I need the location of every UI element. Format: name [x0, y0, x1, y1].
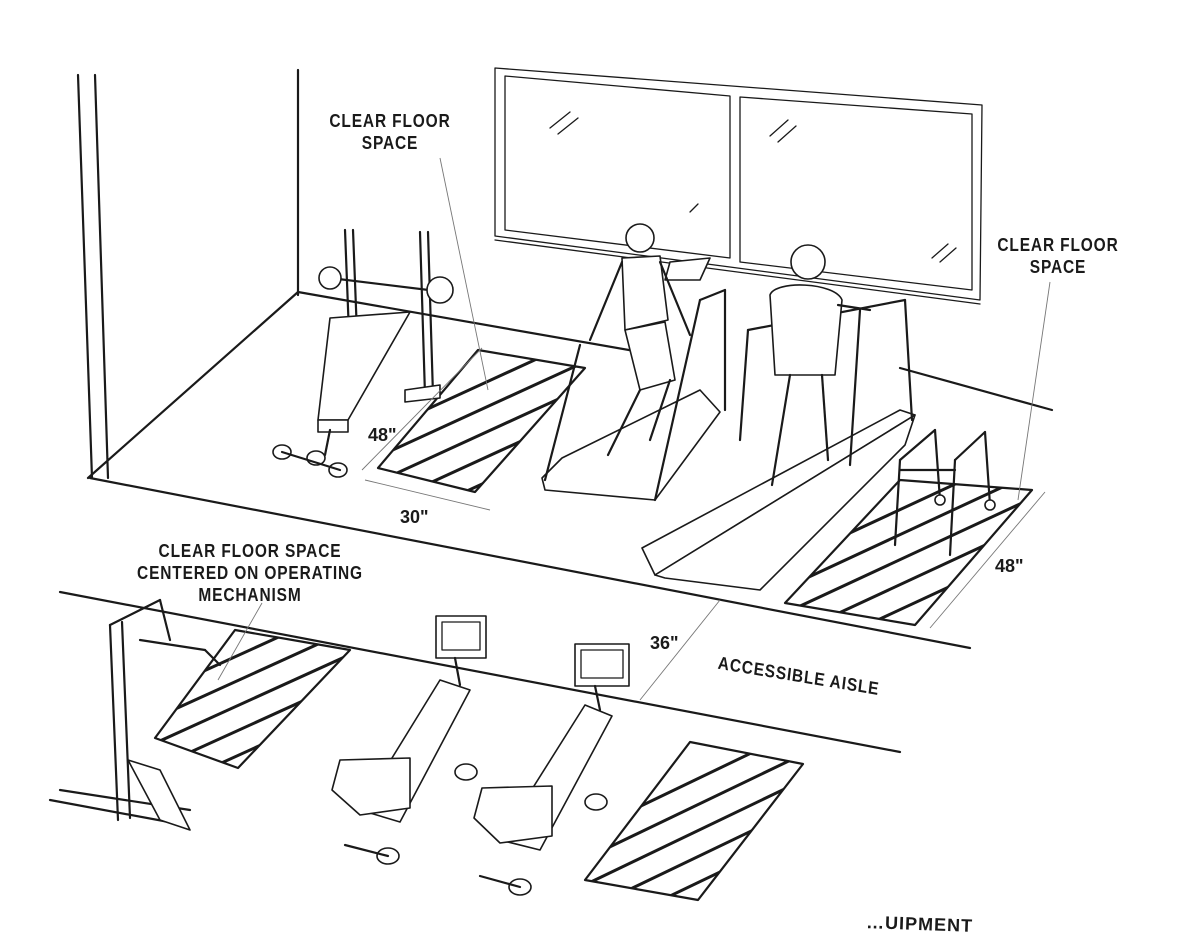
clear-floor-space-bikes [583, 740, 805, 902]
label-line: MECHANISM [198, 585, 302, 605]
weight-machine [48, 598, 222, 831]
clear-floor-space-label-top: CLEAR FLOOR SPACE [321, 110, 459, 154]
clear-floor-space-bench [376, 348, 587, 494]
treadmill [641, 244, 916, 591]
bench-depth-dimension: 48" [368, 425, 397, 445]
recumbent-bike-1 [331, 615, 487, 865]
weight-bench [272, 228, 454, 478]
recumbent-bike-2 [473, 643, 630, 896]
elliptical-trainer [541, 223, 727, 502]
window [494, 67, 983, 305]
treadmill-depth-dimension: 48" [995, 556, 1024, 576]
room-walls [58, 68, 1054, 754]
clear-floor-space-label-right: CLEAR FLOOR SPACE [989, 234, 1127, 278]
label-line: CENTERED ON OPERATING [137, 563, 363, 583]
clear-floor-space-weight-machine [153, 628, 352, 770]
label-line: CLEAR FLOOR [329, 111, 451, 131]
label-line: CLEAR FLOOR [997, 235, 1119, 255]
label-line: SPACE [1029, 257, 1087, 277]
dimension-lines [361, 347, 1046, 701]
clear-floor-space-centered-label: CLEAR FLOOR SPACE CENTERED ON OPERATING … [130, 540, 371, 606]
cropped-caption: …UIPMENT [865, 912, 974, 936]
label-line: CLEAR FLOOR SPACE [158, 541, 342, 561]
aisle-width-dimension: 36" [650, 633, 679, 653]
walker [893, 428, 996, 557]
label-line: SPACE [361, 133, 419, 153]
bench-width-dimension: 30" [400, 507, 429, 527]
leader-lines [217, 157, 1051, 681]
